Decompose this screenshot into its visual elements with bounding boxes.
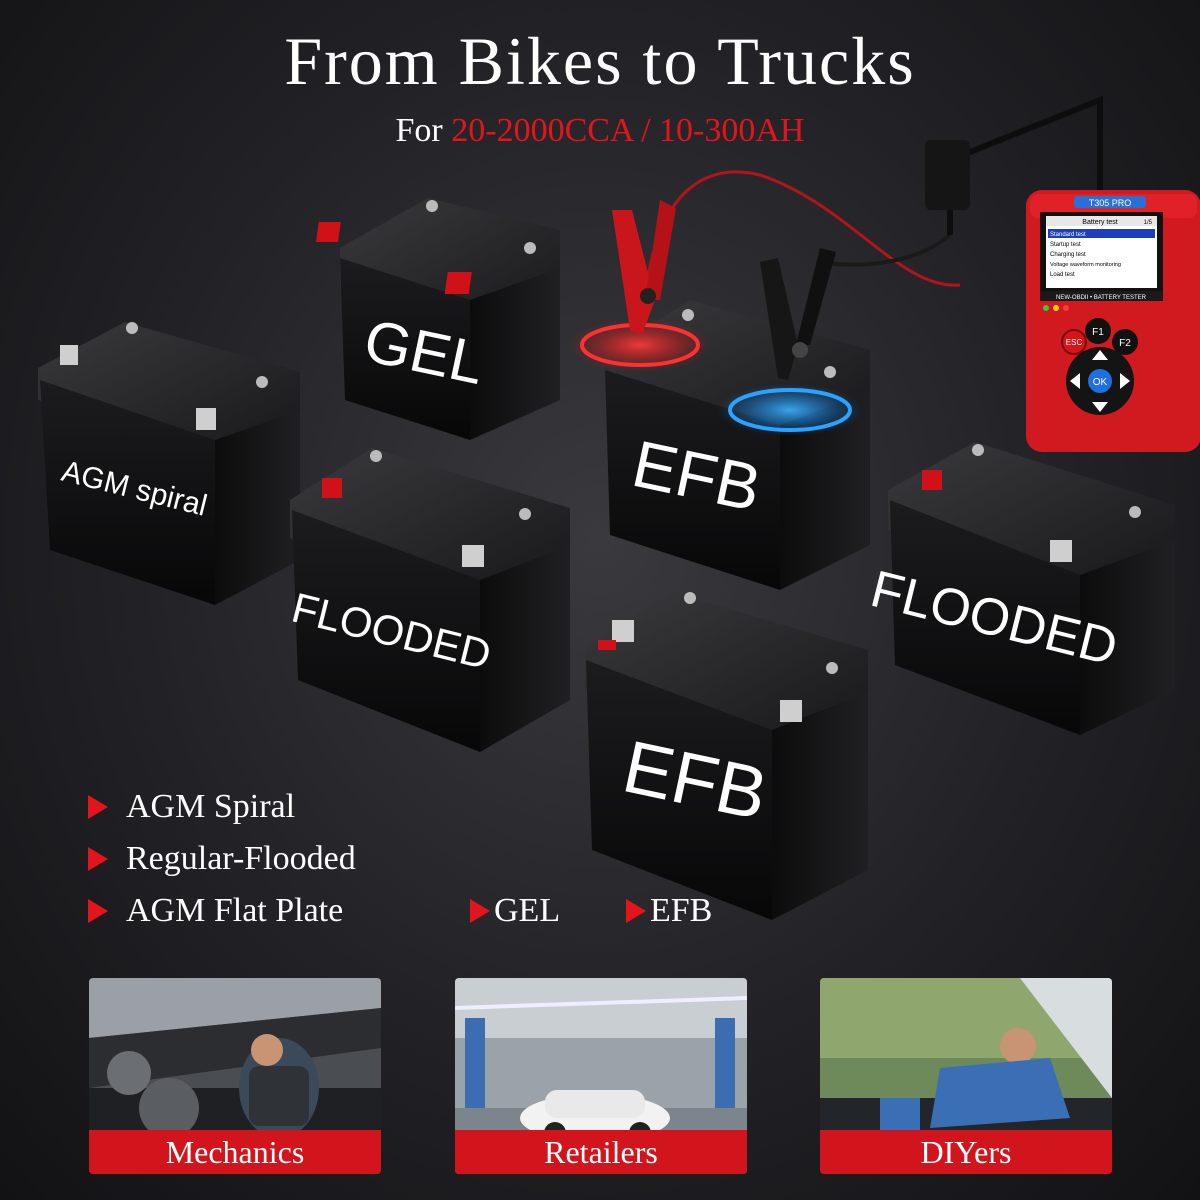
user-card-mechanics: Mechanics	[89, 978, 381, 1174]
tester-key-f2: F2	[1119, 338, 1131, 349]
battery-gel: GEL	[315, 198, 560, 440]
user-card-label: Retailers	[455, 1130, 747, 1174]
tester-screen-title: Battery test	[1082, 219, 1117, 226]
battery-efb-bottom: EFB	[585, 592, 868, 920]
tester-model: T305 PRO	[1089, 198, 1132, 208]
feature-efb: EFB	[626, 892, 712, 930]
feature-label: AGM Flat Plate	[126, 892, 344, 929]
triangle-bullet-icon	[88, 795, 108, 819]
subtitle-range: 20-2000CCA / 10-300AH	[451, 112, 805, 149]
tester-brand-strip: NEW-OBDII • BATTERY TESTER	[1056, 295, 1147, 301]
feature-regular-flooded: Regular-Flooded	[88, 840, 356, 878]
user-card-retailers: Retailers	[455, 978, 747, 1174]
subtitle-prefix: For	[395, 112, 443, 149]
tester-key-esc: ESC	[1066, 338, 1083, 347]
triangle-bullet-icon	[470, 899, 490, 923]
battery-scene: GEL AGM spiral EFB	[38, 95, 1200, 920]
feature-gel: GEL	[470, 892, 560, 930]
tester-screen-page: 1/5	[1144, 220, 1153, 226]
page-title: From Bikes to Trucks	[284, 23, 916, 99]
user-card-label: Mechanics	[89, 1130, 381, 1174]
user-card-label: DIYers	[820, 1130, 1112, 1174]
battery-agm: AGM spiral	[38, 322, 300, 605]
tester-menu-item: Charging test	[1050, 252, 1086, 258]
battery-flooded-left: FLOODED	[287, 448, 570, 752]
tester-menu-item: Startup test	[1050, 242, 1081, 248]
feature-label: GEL	[494, 892, 561, 929]
user-card-diyers: DIYers	[820, 978, 1112, 1174]
triangle-bullet-icon	[626, 899, 646, 923]
battery-tester-device: T305 PRO Battery test 1/5 Standard test …	[1026, 190, 1200, 452]
triangle-bullet-icon	[88, 899, 108, 923]
battery-flooded-right: FLOODED	[865, 442, 1175, 735]
tester-menu-item: Voltage waveform monitoring	[1050, 262, 1121, 268]
tester-menu-item: Standard test	[1050, 232, 1086, 238]
feature-label: EFB	[650, 892, 713, 929]
battery-efb-top: EFB	[570, 300, 870, 590]
tester-menu-item: Load test	[1050, 272, 1075, 278]
tester-key-ok: OK	[1093, 377, 1108, 388]
triangle-bullet-icon	[88, 847, 108, 871]
feature-agm-flat-plate: AGM Flat Plate	[88, 892, 343, 930]
feature-label: AGM Spiral	[126, 788, 296, 825]
tester-key-f1: F1	[1092, 327, 1104, 338]
feature-agm-spiral: AGM Spiral	[88, 788, 295, 826]
tester-clamps	[612, 95, 1103, 380]
feature-label: Regular-Flooded	[126, 840, 356, 877]
page-subtitle: For 20-2000CCA / 10-300AH	[0, 112, 1200, 150]
